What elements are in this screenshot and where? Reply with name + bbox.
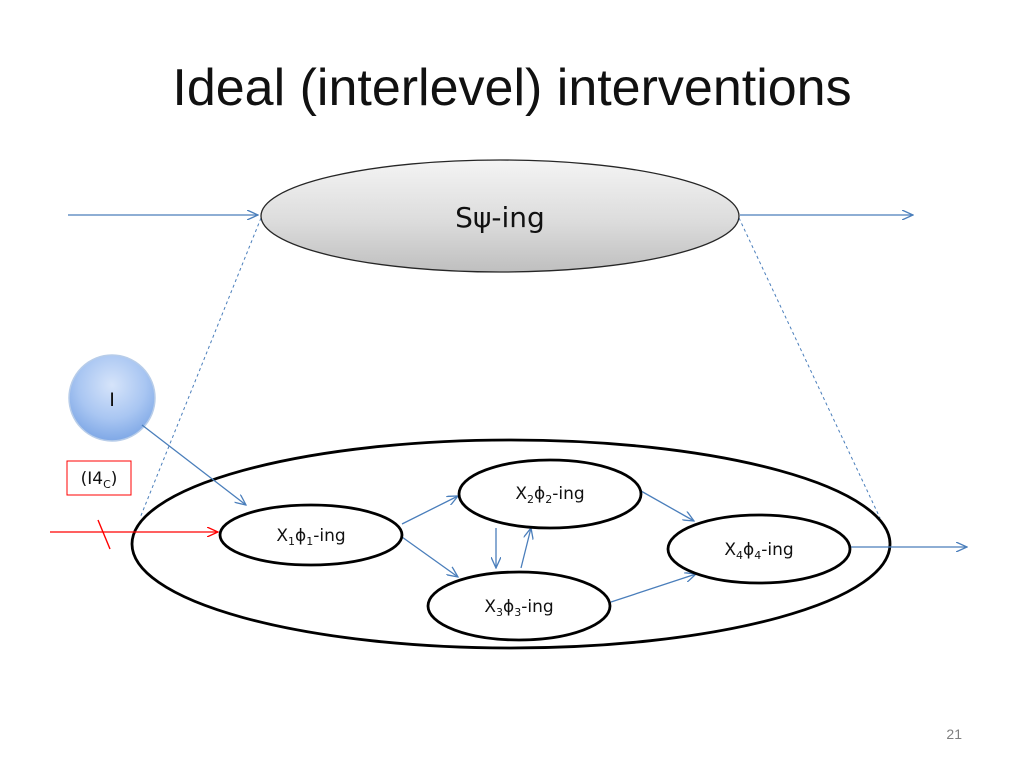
- arrow-x2-x4: [640, 490, 694, 521]
- arrow-x3-x4: [610, 574, 696, 603]
- intervention-arrow: [141, 424, 246, 505]
- arrow-x3-x2: [520, 528, 531, 569]
- node-x3: [426, 570, 612, 642]
- node-x4-label: X4ϕ4-ing: [724, 540, 793, 562]
- slide-title: Ideal (interlevel) interventions: [172, 59, 852, 117]
- arrow-x1-x3: [401, 536, 458, 577]
- intervention-label: I: [109, 389, 115, 411]
- projection-line-left: [139, 217, 262, 519]
- top-level-ellipse: [260, 159, 740, 273]
- page-number: 21: [946, 726, 962, 742]
- top-level-label: Sψ-ing: [455, 201, 545, 234]
- node-x4: [666, 513, 852, 585]
- intervention-node: [68, 354, 156, 442]
- node-x1-label: X1ϕ1-ing: [276, 526, 345, 548]
- node-x1: [218, 503, 404, 567]
- node-x2-label: X2ϕ2-ing: [515, 484, 584, 506]
- node-x2: [457, 458, 643, 530]
- intervention-tag-box: [66, 460, 132, 496]
- red-cut-mark: [97, 519, 111, 550]
- lower-level-ellipse: [130, 438, 892, 650]
- node-x3-label: X3ϕ3-ing: [484, 597, 553, 619]
- intervention-tag-label: (I4C): [81, 469, 118, 491]
- projection-line-right: [738, 217, 881, 519]
- arrow-x1-x2: [401, 496, 458, 525]
